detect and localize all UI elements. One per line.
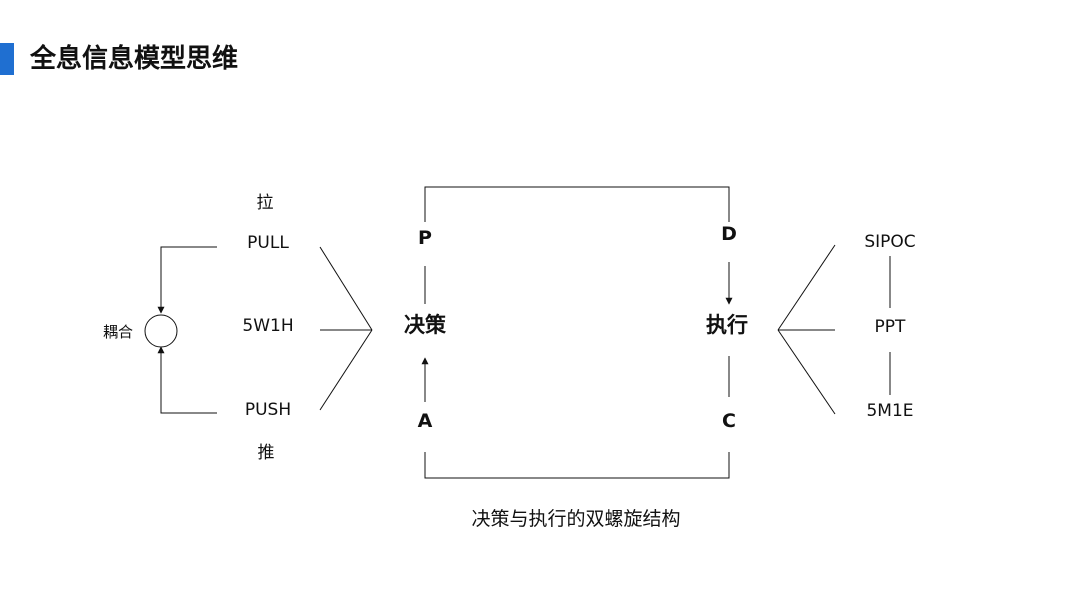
5w1h-label: 5W1H [242, 316, 293, 336]
d-label: D [721, 223, 737, 245]
a-label: A [418, 410, 433, 432]
c-label: C [722, 410, 736, 432]
diagram-caption: 决策与执行的双螺旋结构 [471, 508, 680, 530]
coupling-label: 耦合 [103, 323, 133, 341]
execution-label: 执行 [706, 313, 748, 337]
sipoc-label: SIPOC [864, 232, 915, 252]
p-label: P [418, 227, 432, 249]
ppt-label: PPT [875, 317, 907, 337]
pdca-loop-lines [421, 186, 733, 479]
title-accent-bar [0, 43, 14, 75]
right-fan-lines [777, 244, 891, 415]
pull-label: PULL [247, 233, 289, 253]
left-fan-lines [319, 246, 373, 411]
decision-label: 决策 [404, 313, 447, 337]
pull-cn-label: 拉 [257, 193, 274, 213]
coupling-bracket [157, 246, 217, 414]
page-title: 全息信息模型思维 [30, 44, 239, 74]
coupling-circle [144, 314, 178, 348]
push-label: PUSH [245, 400, 291, 420]
push-cn-label: 推 [258, 443, 275, 463]
5m1e-label: 5M1E [866, 401, 913, 421]
